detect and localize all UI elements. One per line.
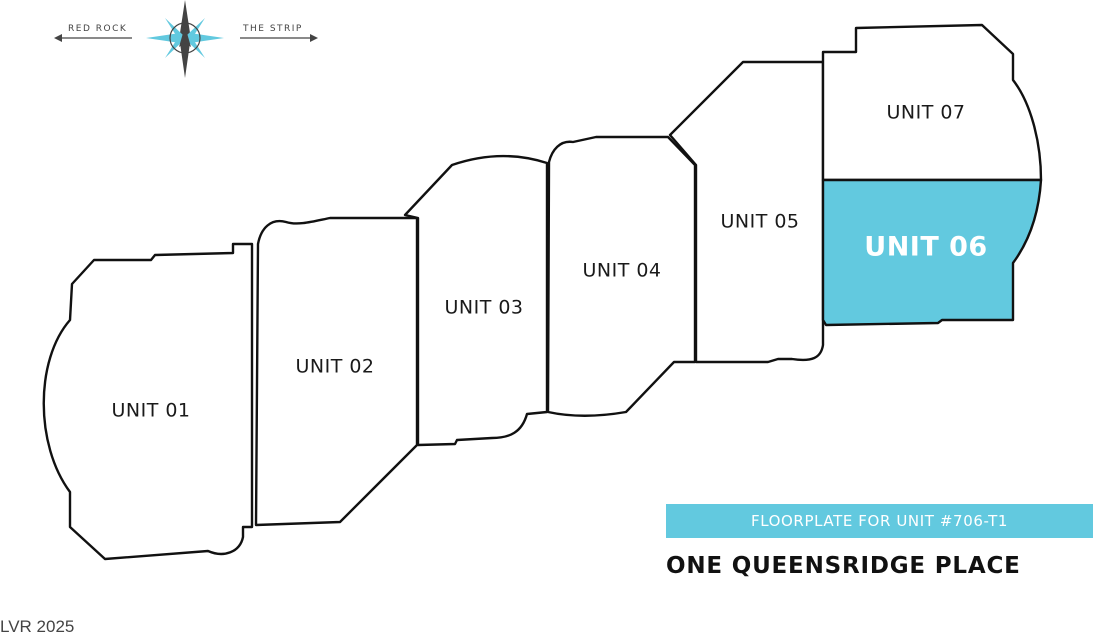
compass-right-arrowhead [310, 34, 318, 42]
compass-right-label: THE STRIP [242, 24, 303, 34]
compass-left-arrowhead [54, 34, 62, 42]
unit-02-shape[interactable] [254, 216, 419, 527]
unit-07-shape[interactable] [821, 23, 1043, 182]
unit-04-label: UNIT 04 [582, 260, 661, 282]
unit-07-label: UNIT 07 [886, 102, 965, 124]
unit-01-shape[interactable] [42, 242, 254, 561]
unit-06-shape[interactable] [821, 178, 1043, 327]
compass-rose-icon [146, 0, 224, 78]
unit-05-label: UNIT 05 [720, 211, 799, 233]
unit-03-label: UNIT 03 [444, 297, 523, 319]
compass-left-label: RED ROCK [68, 24, 127, 34]
unit-03-shape[interactable] [403, 154, 549, 447]
unit-02-label: UNIT 02 [295, 356, 374, 378]
building-name: ONE QUEENSRIDGE PLACE [666, 553, 1021, 579]
unit-01-label: UNIT 01 [111, 400, 190, 422]
unit-06-label: UNIT 06 [864, 232, 987, 263]
compass: RED ROCK THE STRIP [54, 0, 318, 78]
watermark: LVR 2025 [0, 617, 75, 636]
floorplate-banner: FLOORPLATE FOR UNIT #706-T1 [666, 504, 1093, 538]
unit-05-shape[interactable] [668, 60, 825, 364]
